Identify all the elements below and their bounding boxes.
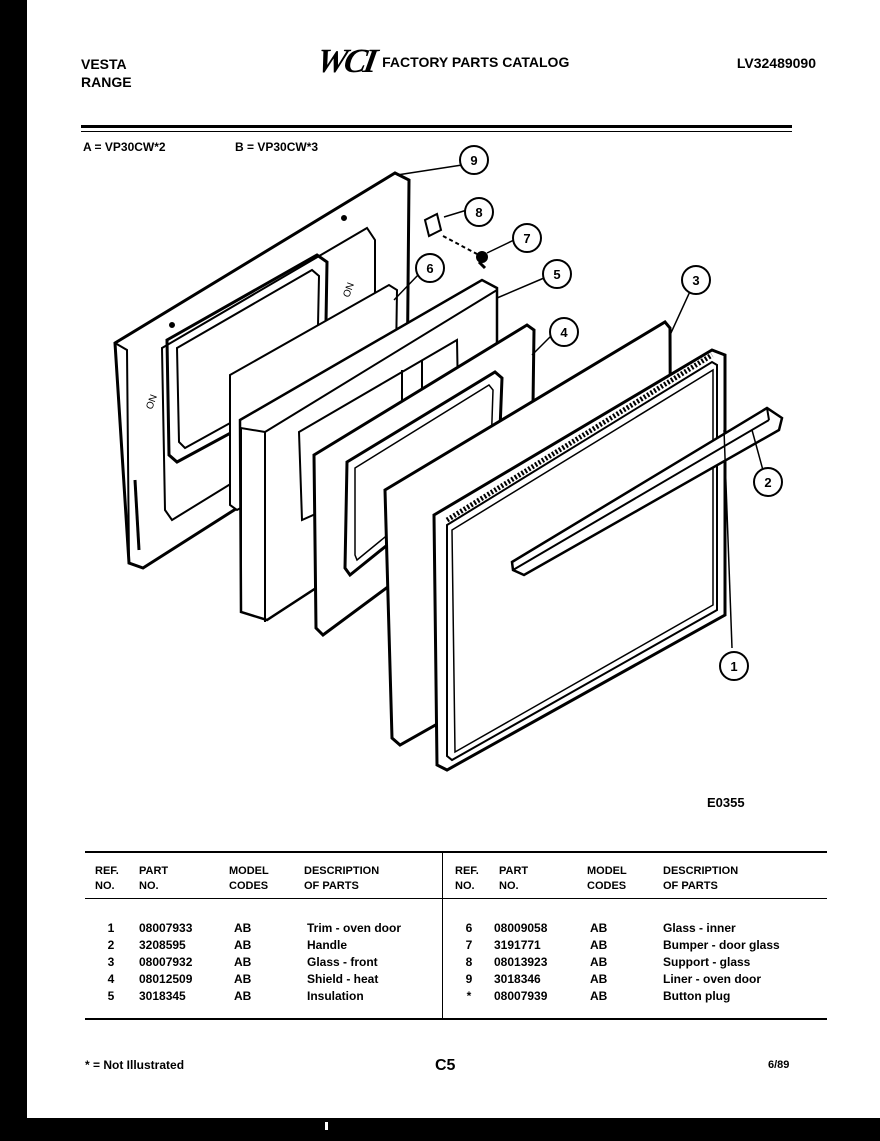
callout-6: 6 bbox=[426, 261, 433, 276]
table-cell-part: 3018346 bbox=[494, 972, 541, 986]
th-ref-left: REF.NO. bbox=[95, 865, 119, 892]
table-cell-codes: AB bbox=[590, 989, 608, 1003]
table-cell-part: 3018345 bbox=[139, 989, 186, 1003]
table-cell-part: 3208595 bbox=[139, 938, 186, 952]
table-cell-codes: AB bbox=[234, 972, 252, 986]
product-type: RANGE bbox=[81, 74, 132, 90]
callout-5: 5 bbox=[553, 267, 560, 282]
revision-date: 6/89 bbox=[768, 1059, 790, 1071]
table-cell-codes: AB bbox=[234, 989, 252, 1003]
figure-code: E0355 bbox=[707, 795, 745, 810]
callout-3: 3 bbox=[692, 273, 699, 288]
callout-9: 9 bbox=[470, 153, 477, 168]
table-cell-codes: AB bbox=[234, 938, 252, 952]
table-rule-header bbox=[85, 898, 827, 899]
table-cell-desc: Liner - oven door bbox=[663, 972, 762, 986]
callout-1: 1 bbox=[730, 659, 737, 674]
table-cell-part: 08007939 bbox=[494, 989, 548, 1003]
table-cell-codes: AB bbox=[234, 921, 252, 935]
model-b: B = VP30CW*3 bbox=[235, 140, 319, 154]
table-cell-desc: Handle bbox=[307, 938, 348, 952]
table-cell-part: 08007933 bbox=[139, 921, 193, 935]
table-cell-ref: 4 bbox=[107, 972, 115, 986]
svg-text:ON: ON bbox=[341, 281, 356, 299]
table-divider bbox=[442, 853, 443, 1018]
table-cell-desc: Support - glass bbox=[663, 955, 751, 969]
catalog-page: VESTA RANGE WCI FACTORY PARTS CATALOG LV… bbox=[27, 0, 880, 1118]
table-cell-ref: 3 bbox=[107, 955, 115, 969]
table-cell-codes: AB bbox=[590, 921, 608, 935]
table-rule-top bbox=[85, 851, 827, 853]
callout-labels: 9 8 7 6 5 4 3 2 1 bbox=[426, 153, 771, 674]
table-cell-ref: 2 bbox=[107, 938, 115, 952]
table-cell-desc: Glass - front bbox=[307, 955, 378, 969]
table-cell-desc: Glass - inner bbox=[663, 921, 736, 935]
page-number: C5 bbox=[435, 1057, 456, 1074]
table-cell-codes: AB bbox=[590, 938, 608, 952]
table-cell-part: 08007932 bbox=[139, 955, 193, 969]
header-rule bbox=[81, 125, 792, 128]
callout-2: 2 bbox=[764, 475, 771, 490]
table-cell-desc: Button plug bbox=[663, 989, 731, 1003]
table-cell-part: 08013923 bbox=[494, 955, 548, 969]
table-cell-part: 08009058 bbox=[494, 921, 548, 935]
header-rule-thin bbox=[81, 131, 792, 132]
table-cell-codes: AB bbox=[590, 972, 608, 986]
callout-leaders bbox=[393, 164, 765, 649]
brand-block: VESTA RANGE bbox=[81, 55, 132, 91]
brand-name: VESTA bbox=[81, 56, 127, 72]
table-cell-desc: Shield - heat bbox=[307, 972, 379, 986]
catalog-title: FACTORY PARTS CATALOG bbox=[382, 54, 570, 70]
table-cell-part: 3191771 bbox=[494, 938, 541, 952]
callout-4: 4 bbox=[560, 325, 568, 340]
callout-7: 7 bbox=[523, 231, 530, 246]
table-cell-codes: AB bbox=[234, 955, 252, 969]
part-bumper-door-glass bbox=[476, 251, 488, 270]
table-cell-ref: 9 bbox=[465, 972, 473, 986]
table-cell-ref: 7 bbox=[465, 938, 473, 952]
table-cell-ref: 1 bbox=[107, 921, 115, 935]
th-ref-right: REF.NO. bbox=[455, 865, 479, 892]
table-cell-desc: Bumper - door glass bbox=[663, 938, 780, 952]
table-cell-ref: 5 bbox=[107, 989, 115, 1003]
table-cell-part: 08012509 bbox=[139, 972, 193, 986]
catalog-number: LV32489090 bbox=[736, 55, 816, 71]
model-a: A = VP30CW*2 bbox=[83, 140, 166, 154]
table-cell-ref: * bbox=[466, 989, 472, 1003]
table-cell-codes: AB bbox=[590, 955, 608, 969]
table-cell-ref: 8 bbox=[465, 955, 473, 969]
part-trim-oven-door bbox=[432, 348, 727, 772]
table-rule-bottom bbox=[85, 1018, 827, 1020]
callout-8: 8 bbox=[475, 205, 482, 220]
callout-circles bbox=[415, 145, 783, 681]
part-support-glass bbox=[423, 212, 478, 255]
catalog-header: WCI FACTORY PARTS CATALOG bbox=[314, 43, 570, 80]
oven-door-exploded-diagram: ON ON bbox=[113, 145, 784, 772]
footnote: * = Not Illustrated bbox=[85, 1058, 185, 1072]
svg-text:ON: ON bbox=[144, 393, 159, 411]
table-cell-desc: Insulation bbox=[307, 989, 364, 1003]
scan-mark bbox=[325, 1122, 328, 1130]
table-cell-desc: Trim - oven door bbox=[307, 921, 402, 935]
part-handle bbox=[510, 406, 784, 577]
table-cell-ref: 6 bbox=[465, 921, 473, 935]
